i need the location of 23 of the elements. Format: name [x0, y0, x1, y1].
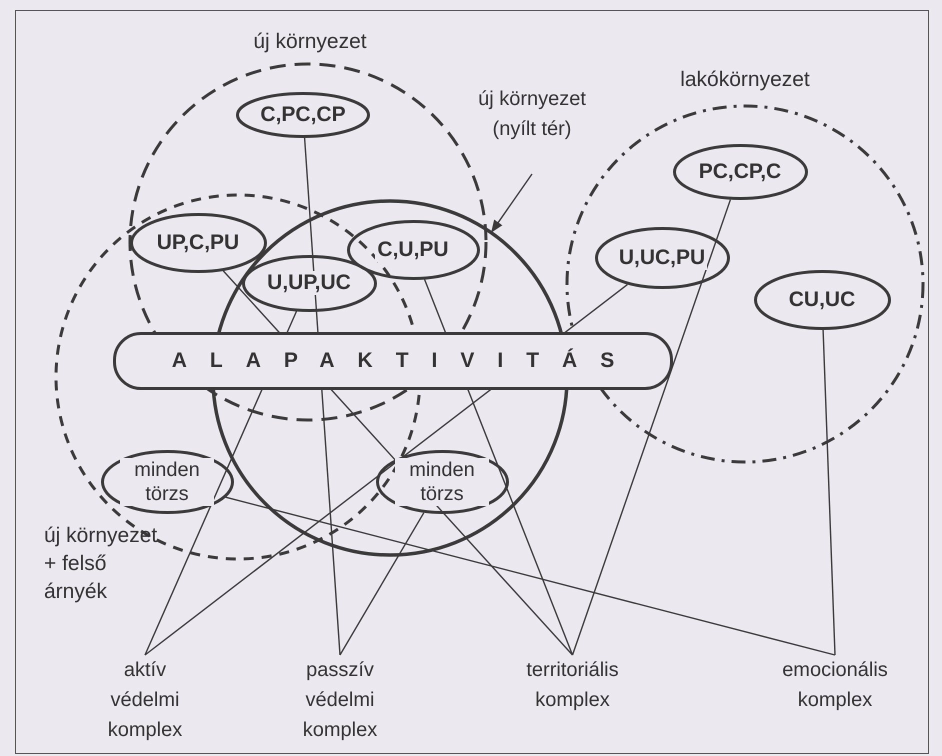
annotation-label: emocionális komplex	[757, 655, 913, 717]
leader-line	[339, 512, 424, 656]
category-ellipse: minden törzs	[100, 450, 234, 514]
category-ellipse: UP,C,PU	[130, 213, 266, 273]
region-label: új környezet + felső árnyék	[43, 523, 158, 605]
region-label: lakókörnyezet	[679, 67, 811, 93]
annotation-label: passzív védelmi komplex	[280, 655, 400, 747]
activity-band: ALAPAKTIVITÁS	[113, 332, 673, 390]
annotation-label: aktív védelmi komplex	[95, 655, 195, 747]
category-ellipse: C,PC,CP	[236, 92, 370, 138]
leader-line	[225, 496, 836, 656]
category-ellipse: minden törzs	[376, 450, 508, 514]
annotation-label: új környezet (nyílt tér)	[470, 84, 594, 174]
category-ellipse: U,UC,PU	[594, 227, 730, 289]
arrow	[490, 174, 533, 234]
category-ellipse: PC,CP,C	[672, 144, 808, 200]
category-ellipse: U,UP,UC	[242, 254, 376, 312]
leader-line	[572, 199, 732, 656]
category-ellipse: CU,UC	[754, 270, 890, 330]
annotation-label: territoriális komplex	[505, 655, 640, 717]
leader-line	[822, 330, 836, 656]
leader-line	[144, 284, 628, 656]
region-label: új környezet	[252, 29, 368, 55]
